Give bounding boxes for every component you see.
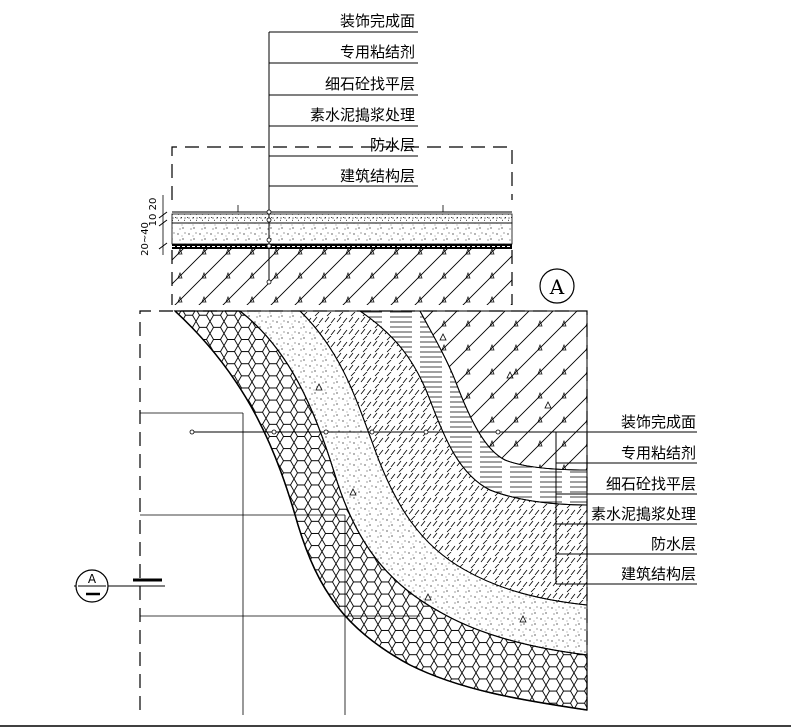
top-finish-layer xyxy=(171,213,513,224)
top-label-finish: 装饰完成面 xyxy=(340,12,415,30)
bottom-label-adhesive: 专用粘结剂 xyxy=(621,444,696,462)
bottom-label-slurry: 素水泥搗浆处理 xyxy=(591,505,696,523)
bottom-curved-section: 装饰完成面 专用粘结剂 细石砼找平层 素水泥搗浆处理 防水层 建筑结构层 A xyxy=(74,310,697,715)
top-structure-layer xyxy=(172,249,512,305)
aggregate-marks xyxy=(315,333,552,623)
top-flat-section: 20 10 20~40 装饰完成面 专用粘结剂 细石砼找平层 素水泥搗浆处理 防… xyxy=(140,12,575,305)
dim-10: 10 xyxy=(148,214,159,227)
top-label-adhesive: 专用粘结剂 xyxy=(340,43,415,61)
dim-20-40: 20~40 xyxy=(140,222,151,256)
top-dashed-outline xyxy=(171,146,513,200)
bottom-label-finish: 装饰完成面 xyxy=(621,413,696,431)
bottom-label-waterproof: 防水层 xyxy=(651,535,696,553)
bottom-label-structure: 建筑结构层 xyxy=(621,565,696,583)
top-label-screed: 细石砼找平层 xyxy=(325,75,415,93)
dim-20: 20 xyxy=(148,198,159,211)
top-screed-layer xyxy=(171,222,513,245)
detail-marker-letter: A xyxy=(549,275,565,299)
top-label-structure: 建筑结构层 xyxy=(340,167,415,185)
detail-marker-circle xyxy=(539,268,575,304)
bottom-label-screed: 细石砼找平层 xyxy=(606,475,696,493)
section-marker-letter: A xyxy=(88,572,97,586)
top-label-waterproof: 防水层 xyxy=(370,136,415,154)
top-label-slurry: 素水泥搗浆处理 xyxy=(310,106,415,124)
